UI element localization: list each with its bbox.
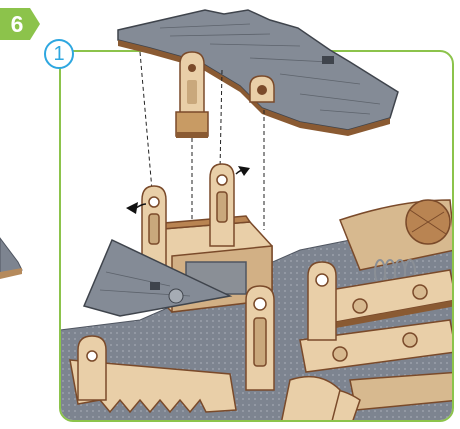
rotate-arrow-icon [236,166,250,176]
left-cropped-panel [0,238,22,279]
top-grey-panel [118,10,398,136]
substep-badge: 1 [44,39,74,69]
